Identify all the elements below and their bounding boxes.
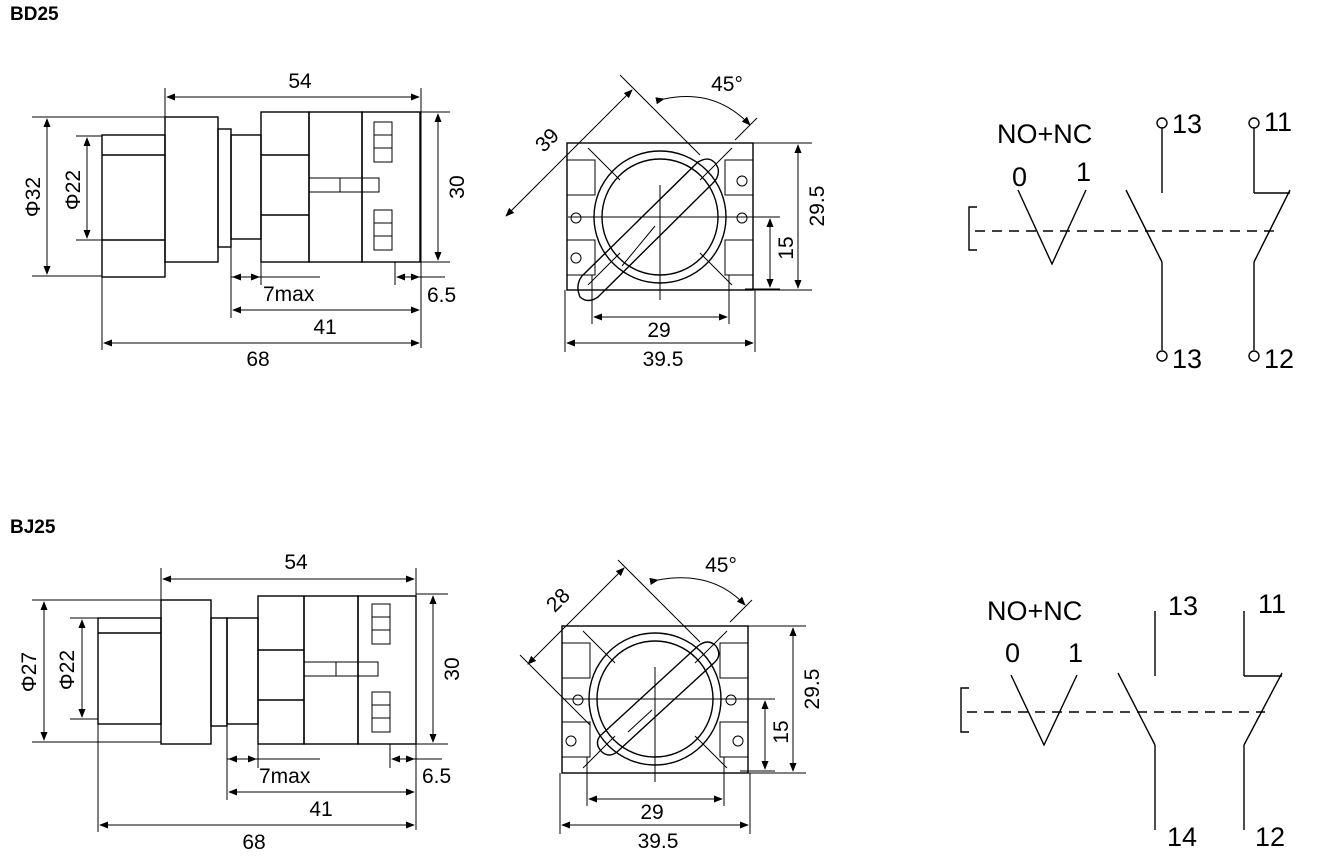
bj25-hole-15: 15 [770, 720, 793, 743]
bd25-body-41: 41 [313, 316, 336, 339]
section-title-bj25: BJ25 [10, 517, 56, 538]
bj25-position-0: 0 [1005, 638, 1020, 668]
bj25-front-view: 28 45° 29.5 15 29 39.5 [519, 554, 824, 853]
bj25-contact-type: NO+NC [987, 596, 1082, 626]
bj25-height-30: 30 [441, 657, 464, 680]
bj25-overall-68: 68 [242, 831, 265, 854]
bj25-side-view: 54 Φ27 Φ22 30 7max 6.5 41 68 [18, 551, 464, 854]
bd25-side-view: 54 Φ32 Φ22 30 7max 6.5 41 68 [22, 70, 469, 371]
bd25-width-39-5: 39.5 [643, 348, 684, 371]
bj25-contact-symbol: NO+NC 0 1 13 11 14 12 [960, 589, 1286, 852]
bd25-front-view: 39 45° 29.5 15 29 39.5 [505, 73, 829, 371]
bj25-length-54: 54 [284, 551, 308, 574]
bj25-terminal-nc-bottom: 12 [1255, 822, 1285, 852]
bd25-angle-45: 45° [711, 73, 743, 96]
bj25-terminal-6-5: 6.5 [422, 765, 451, 788]
bd25-terminal-nc-bottom: 12 [1264, 344, 1294, 374]
bd25-overall-68: 68 [246, 348, 269, 371]
bd25-diag-39: 39 [531, 124, 564, 157]
bj25-terminal-no-bottom: 14 [1167, 822, 1197, 852]
bd25-panel-7max: 7max [263, 283, 315, 306]
bj25-outer-diameter: Φ27 [18, 652, 41, 692]
bd25-contact-symbol: NO+NC 0 1 13 11 13 12 [968, 107, 1294, 374]
bj25-width-39-5: 39.5 [638, 830, 679, 853]
bd25-position-0: 0 [1012, 162, 1027, 192]
bj25-inner-diameter: Φ22 [56, 650, 79, 690]
bd25-terminal-nc-top: 11 [1264, 107, 1292, 137]
bj25-diag-28: 28 [542, 584, 575, 617]
bj25-terminal-nc-top: 11 [1258, 589, 1286, 619]
bd25-inner-diameter: Φ22 [62, 170, 85, 210]
section-title-bd25: BD25 [10, 4, 59, 25]
bd25-terminal-no-bottom: 13 [1172, 344, 1202, 374]
bj25-height-29-5: 29.5 [801, 669, 824, 710]
bj25-panel-7max: 7max [259, 765, 311, 788]
bd25-terminal-6-5: 6.5 [427, 284, 456, 307]
bd25-hole-15: 15 [775, 236, 798, 259]
bj25-angle-45: 45° [705, 554, 737, 577]
bd25-terminal-no-top: 13 [1172, 109, 1202, 139]
bd25-outer-diameter: Φ32 [22, 177, 45, 217]
bj25-position-1: 1 [1068, 638, 1083, 668]
bd25-height-29-5: 29.5 [806, 186, 829, 227]
bd25-position-1: 1 [1076, 157, 1091, 187]
bd25-contact-type: NO+NC [997, 119, 1092, 149]
bj25-body-41: 41 [309, 798, 332, 821]
bd25-length-54: 54 [288, 70, 312, 93]
bd25-hole-span-29: 29 [647, 319, 670, 342]
bj25-terminal-no-top: 13 [1168, 591, 1198, 621]
bd25-height-30: 30 [446, 175, 469, 198]
bj25-hole-span-29: 29 [640, 801, 663, 824]
